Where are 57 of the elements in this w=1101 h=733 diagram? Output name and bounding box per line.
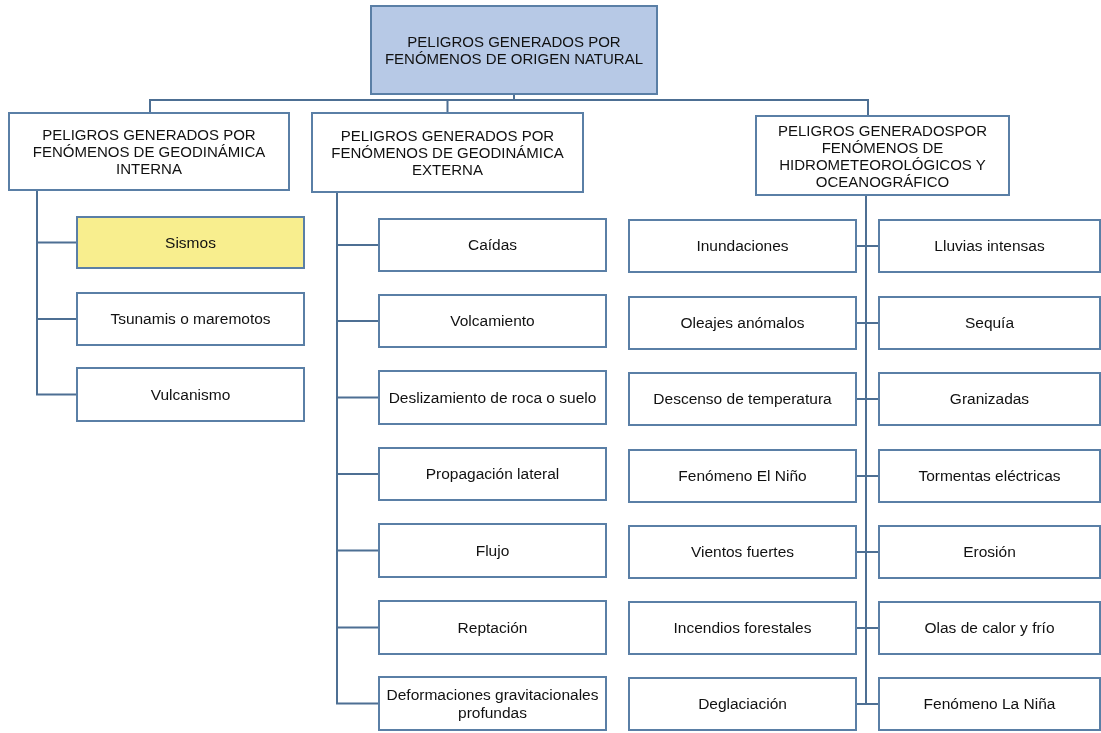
hazard-box: [628, 601, 857, 655]
hazard-box: [878, 525, 1101, 579]
box-label: PELIGROS GENERADOSPOR FENÓMENOS DE HIDROMETEOROLÓGICOS Y OCEANOGRÁFICO: [776, 121, 989, 190]
box-label: Deslizamiento de roca o suelo: [388, 388, 597, 407]
box-label: Oleajes anómalos: [680, 314, 805, 332]
hazard-box: [878, 372, 1101, 426]
box-label: Vientos fuertes: [690, 543, 795, 561]
hazard-box: [878, 601, 1101, 655]
hazard-box: [378, 218, 607, 272]
box-label: Vulcanismo: [150, 385, 231, 404]
category-box: [311, 112, 584, 193]
box-label: Lluvias intensas: [934, 237, 1045, 255]
box-label: Propagación lateral: [425, 465, 560, 483]
hazard-box: [878, 296, 1101, 350]
box-label: Erosión: [963, 543, 1016, 561]
hazard-box: [628, 296, 857, 350]
box-label: Sismos: [165, 233, 216, 252]
box-label: PELIGROS GENERADOS POR FENÓMENOS DE GEODINÁMICA INTERNA: [31, 126, 267, 177]
box-label: Inundaciones: [696, 237, 789, 255]
box-label: PELIGROS GENERADOS POR FENÓMENOS DE GEODINÁMICA EXTERNA: [330, 127, 565, 178]
hazard-box: [378, 370, 607, 425]
box-label: Deglaciación: [698, 695, 787, 713]
hazard-box: [628, 677, 857, 731]
hazard-box: [878, 449, 1101, 503]
hazard-box: [878, 677, 1101, 731]
box-label: Incendios forestales: [673, 619, 812, 637]
box-label: Fenómeno El Niño: [678, 467, 807, 485]
hazard-box: [76, 292, 305, 346]
box-label: Granizadas: [949, 390, 1030, 408]
hazard-box: [76, 367, 305, 422]
box-label: Flujo: [475, 541, 510, 560]
hazard-box: [878, 219, 1101, 273]
box-label: PELIGROS GENERADOS POR FENÓMENOS DE ORIGEN NATURAL: [383, 33, 645, 67]
box-label: Reptación: [457, 618, 528, 637]
category-box: [755, 115, 1010, 196]
hazard-box: [378, 676, 607, 731]
hazard-box: [628, 525, 857, 579]
box-label: Sequía: [964, 314, 1015, 332]
box-label: Deformaciones gravitacionales profundas: [386, 685, 599, 722]
hazard-box: [378, 294, 607, 348]
hazard-box: [378, 600, 607, 655]
highlighted-box: [76, 216, 305, 269]
box-label: Olas de calor y frío: [924, 619, 1055, 637]
box-label: Descenso de temperatura: [653, 390, 832, 408]
hazard-box: [628, 219, 857, 273]
box-label: Fenómeno La Niña: [923, 695, 1056, 713]
box-label: Caídas: [467, 236, 518, 254]
category-box: [8, 112, 290, 191]
root-box: [370, 5, 658, 95]
hazard-box: [628, 449, 857, 503]
box-label: Volcamiento: [450, 312, 535, 330]
connector-line: [36, 190, 77, 396]
box-label: Tormentas eléctricas: [918, 467, 1061, 485]
hazard-box: [378, 447, 607, 501]
box-label: Tsunamis o maremotos: [110, 310, 271, 328]
hazard-box: [628, 372, 857, 426]
hazard-box: [378, 523, 607, 578]
